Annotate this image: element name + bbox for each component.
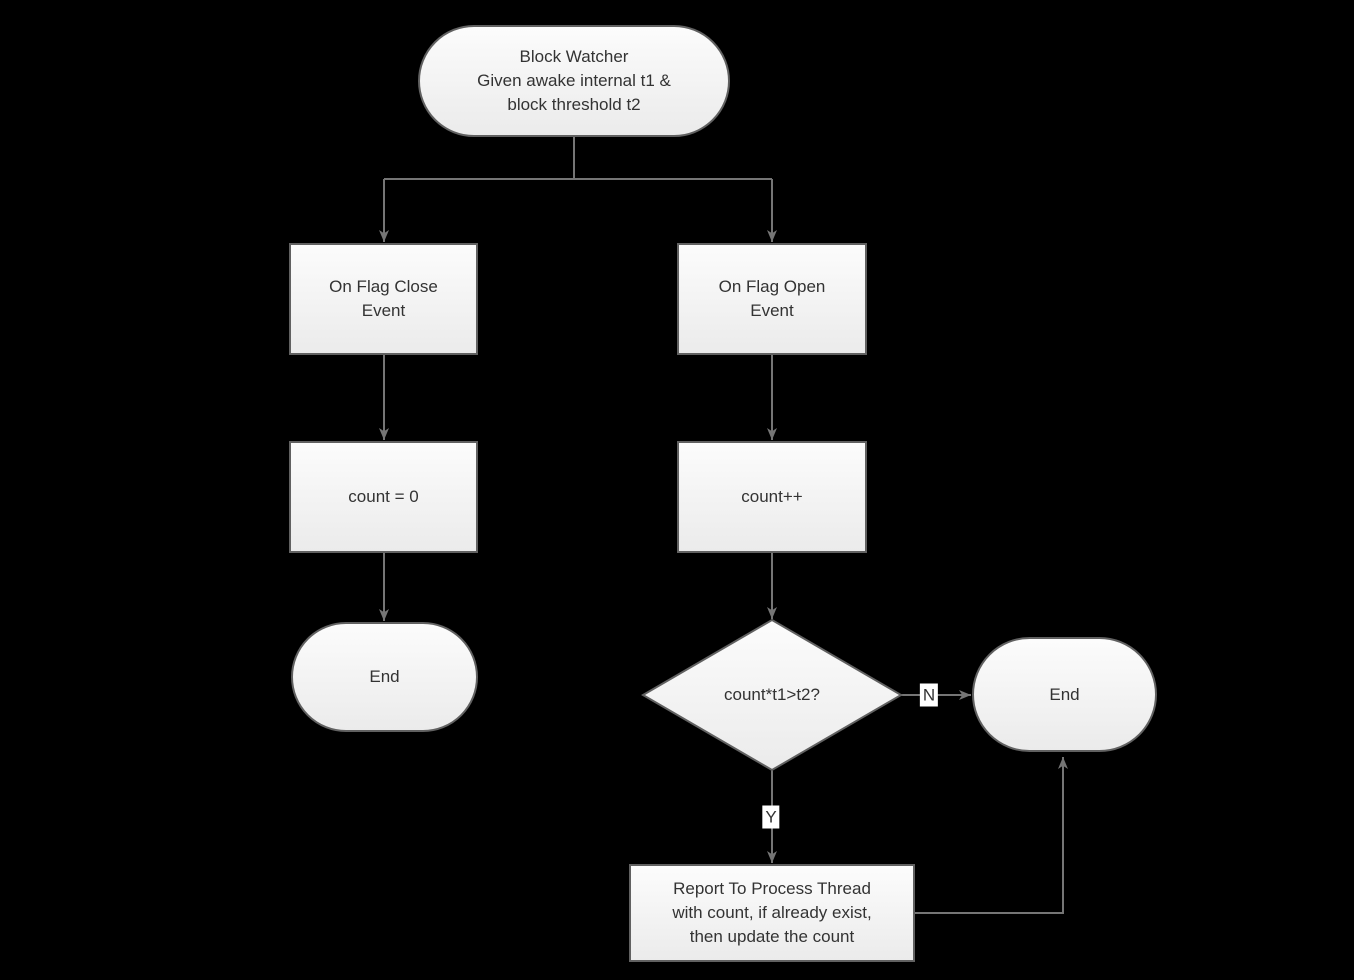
start-terminator-node: Block Watcher Given awake internal t1 & … bbox=[418, 25, 730, 137]
end-left-label: End bbox=[369, 667, 400, 686]
on-flag-close-label: On Flag Close Event bbox=[329, 277, 438, 320]
decision-node: count*t1>t2? bbox=[643, 620, 901, 770]
end-right-label: End bbox=[1049, 684, 1080, 704]
start-terminator-label: Block Watcher Given awake internal t1 & … bbox=[477, 47, 671, 114]
count-reset-node: count = 0 bbox=[289, 441, 478, 553]
on-flag-open-node: On Flag Open Event bbox=[677, 243, 867, 355]
edge-label-yes: Y bbox=[762, 805, 780, 829]
count-reset-label: count = 0 bbox=[348, 487, 419, 506]
end-right-terminator-node: End bbox=[972, 637, 1157, 752]
count-increment-node: count++ bbox=[677, 441, 867, 553]
report-label: Report To Process Thread with count, if … bbox=[672, 879, 872, 946]
report-node: Report To Process Thread with count, if … bbox=[629, 864, 915, 962]
on-flag-close-node: On Flag Close Event bbox=[289, 243, 478, 355]
edge-report-to-end-right bbox=[915, 757, 1068, 914]
edge-start-branch bbox=[384, 137, 772, 180]
end-left-terminator-node: End bbox=[291, 622, 478, 732]
on-flag-open-label: On Flag Open Event bbox=[718, 277, 826, 320]
edge-label-no: N bbox=[919, 683, 939, 707]
count-increment-label: count++ bbox=[741, 487, 803, 506]
decision-label: count*t1>t2? bbox=[724, 685, 820, 704]
decision-node-shape bbox=[641, 618, 903, 772]
